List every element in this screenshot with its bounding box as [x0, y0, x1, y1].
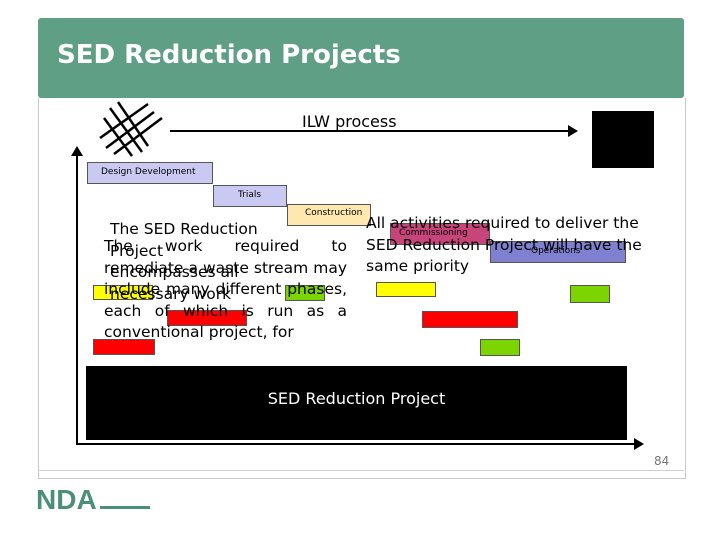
block-yellow-1: [93, 285, 153, 300]
block-red-1: [167, 310, 247, 326]
phase-bar-construction: [287, 204, 371, 226]
block-red-2: [93, 339, 155, 355]
vertical-axis-arrow-icon: [71, 146, 83, 156]
phase-label-operations: Operations: [531, 246, 581, 256]
block-green-1: [285, 285, 325, 301]
block-green-3: [480, 339, 520, 356]
title-bar: [38, 18, 684, 98]
nda-logo: NDA: [36, 484, 150, 515]
sed-reduction-project-box: [86, 366, 627, 440]
phase-label-commissioning: Commissioning: [399, 228, 468, 238]
phase-label-trials: Trials: [238, 190, 262, 200]
phase-label-design-development: Design Development: [101, 167, 196, 177]
black-square: [592, 111, 654, 168]
page-number: 84: [654, 454, 670, 468]
crossed-out-icon: [99, 101, 163, 157]
block-green-2: [570, 285, 610, 303]
phase-bar-trials: [213, 185, 287, 207]
block-red-3: [422, 311, 518, 328]
left-paragraph: The work required to remediate a waste s…: [104, 237, 347, 341]
ilw-process-label: ILW process: [302, 112, 397, 131]
process-arrow-line: [170, 130, 570, 132]
slide-title: SED Reduction Projects: [57, 40, 401, 70]
sed-reduction-project-label: SED Reduction Project: [267, 389, 446, 408]
horizontal-axis: [76, 443, 636, 445]
phase-bar-operations: [490, 241, 626, 263]
phase-label-construction: Construction: [305, 208, 363, 218]
phase-bar-design-development: [87, 162, 213, 184]
svg-text:NDA: NDA: [36, 484, 97, 515]
process-arrow-head-icon: [568, 125, 578, 137]
vertical-axis: [76, 155, 78, 445]
phase-bar-commissioning: [390, 223, 490, 245]
right-paragraph: All activities required to deliver the S…: [366, 214, 642, 275]
horizontal-axis-arrow-icon: [634, 438, 644, 450]
block-yellow-2: [376, 282, 436, 297]
footer-divider: [38, 470, 684, 471]
overlay-paragraph: The SED Reduction Project encompasses al…: [110, 220, 258, 303]
content-frame: [38, 98, 686, 479]
